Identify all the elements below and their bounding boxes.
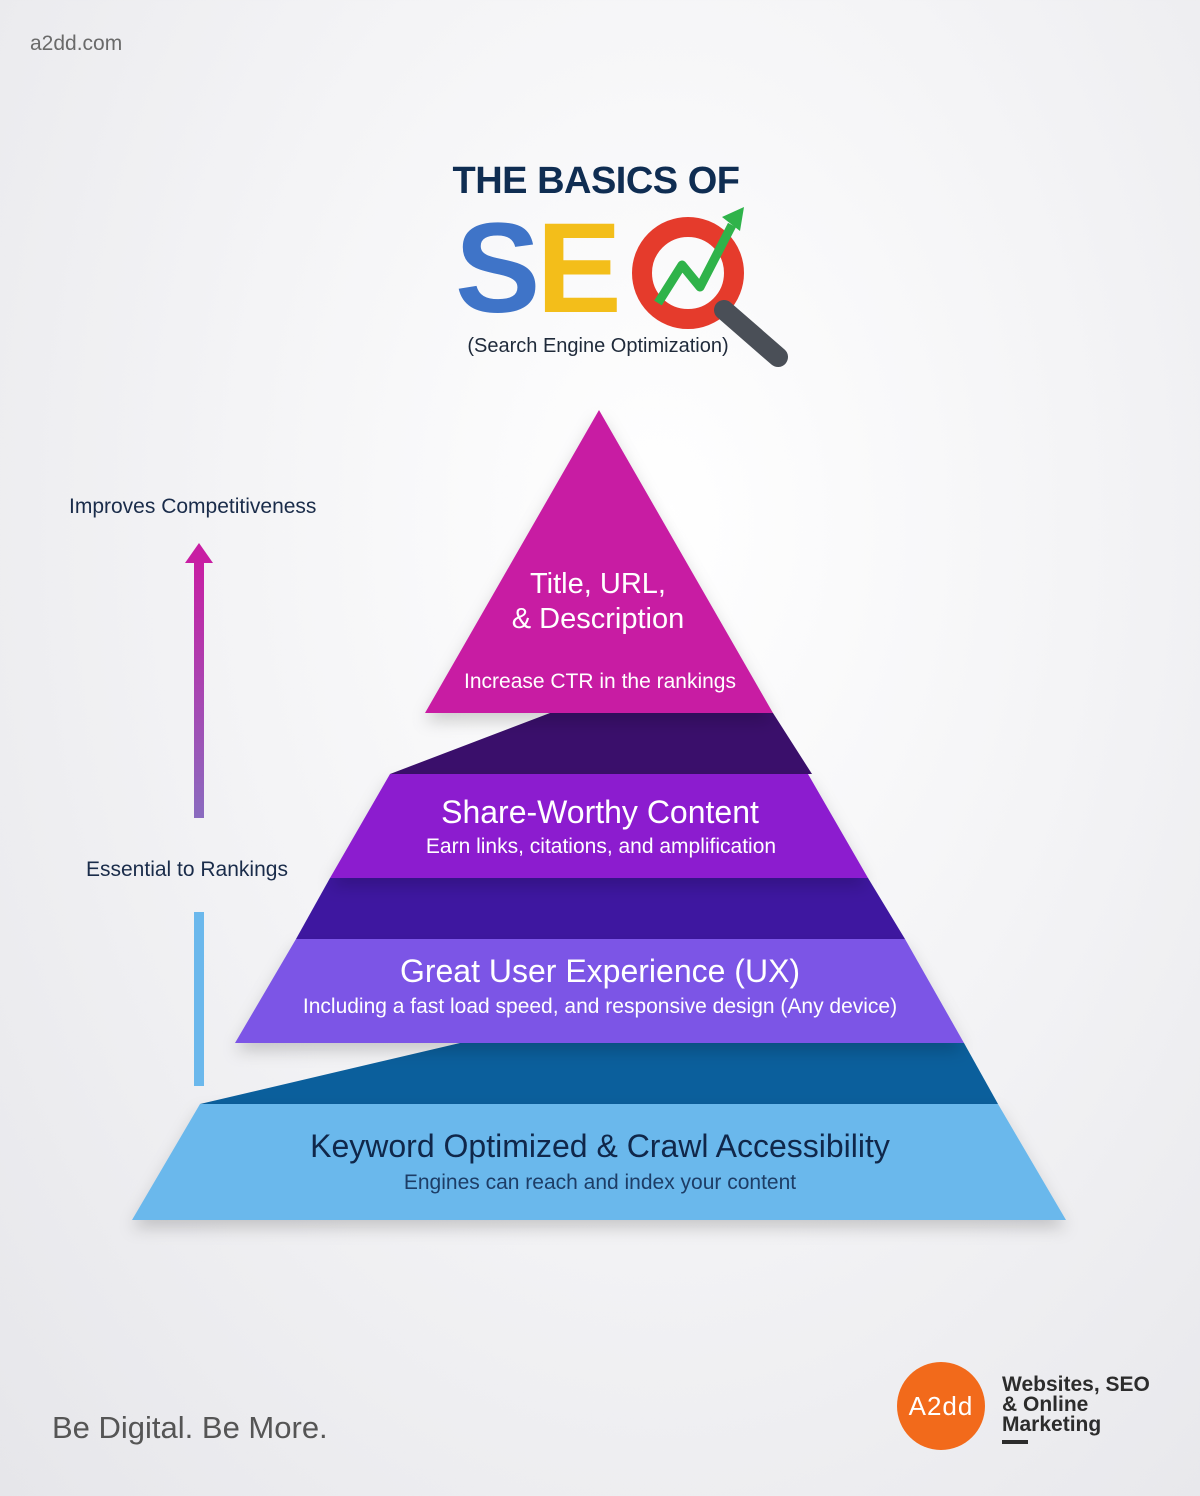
layer-top-subtitle: Increase CTR in the rankings xyxy=(464,670,736,693)
magnifier-growth-icon xyxy=(632,207,788,367)
layer-top-title-line1: Title, URL, xyxy=(530,568,666,600)
a2dd-logo: A2dd xyxy=(897,1362,985,1450)
label-essential-to-rankings: Essential to Rankings xyxy=(86,858,288,881)
layer-top-title-line2: & Description xyxy=(511,603,685,635)
layer-ux-title: Great User Experience (UX) xyxy=(399,953,801,989)
competitiveness-arrow-shaft xyxy=(194,560,204,818)
pyramid-layer-content xyxy=(330,774,868,878)
pyramid-layer-base xyxy=(132,1104,1066,1220)
page-title: THE BASICS OF xyxy=(452,160,740,202)
fold-band-2 xyxy=(296,878,905,939)
seo-letter-e: E xyxy=(536,197,621,340)
seo-logo-word: SE xyxy=(455,205,622,333)
page-subtitle: (Search Engine Optimization) xyxy=(467,335,729,357)
logo-underline xyxy=(1002,1440,1028,1444)
logo-text: Websites, SEO & Online Marketing xyxy=(1002,1373,1150,1436)
competitiveness-arrow-head xyxy=(185,543,213,563)
tagline: Be Digital. Be More. xyxy=(52,1410,328,1445)
layer-content-title: Share-Worthy Content xyxy=(441,794,759,830)
layer-content-subtitle: Earn links, citations, and amplification xyxy=(425,835,777,858)
site-url: a2dd.com xyxy=(30,32,123,55)
pyramid-layer-top xyxy=(425,410,773,713)
fold-band-3 xyxy=(200,1043,998,1104)
pyramid-layer-ux xyxy=(235,939,964,1043)
seo-letter-s: S xyxy=(455,197,540,340)
layer-ux-subtitle: Including a fast load speed, and respons… xyxy=(302,995,898,1018)
rankings-bar xyxy=(194,912,204,1086)
layer-base-subtitle: Engines can reach and index your content xyxy=(403,1171,797,1194)
label-improves-competitiveness: Improves Competitiveness xyxy=(69,495,317,518)
fold-band-1 xyxy=(390,713,812,774)
layer-base-title: Keyword Optimized & Crawl Accessibility xyxy=(310,1128,890,1164)
